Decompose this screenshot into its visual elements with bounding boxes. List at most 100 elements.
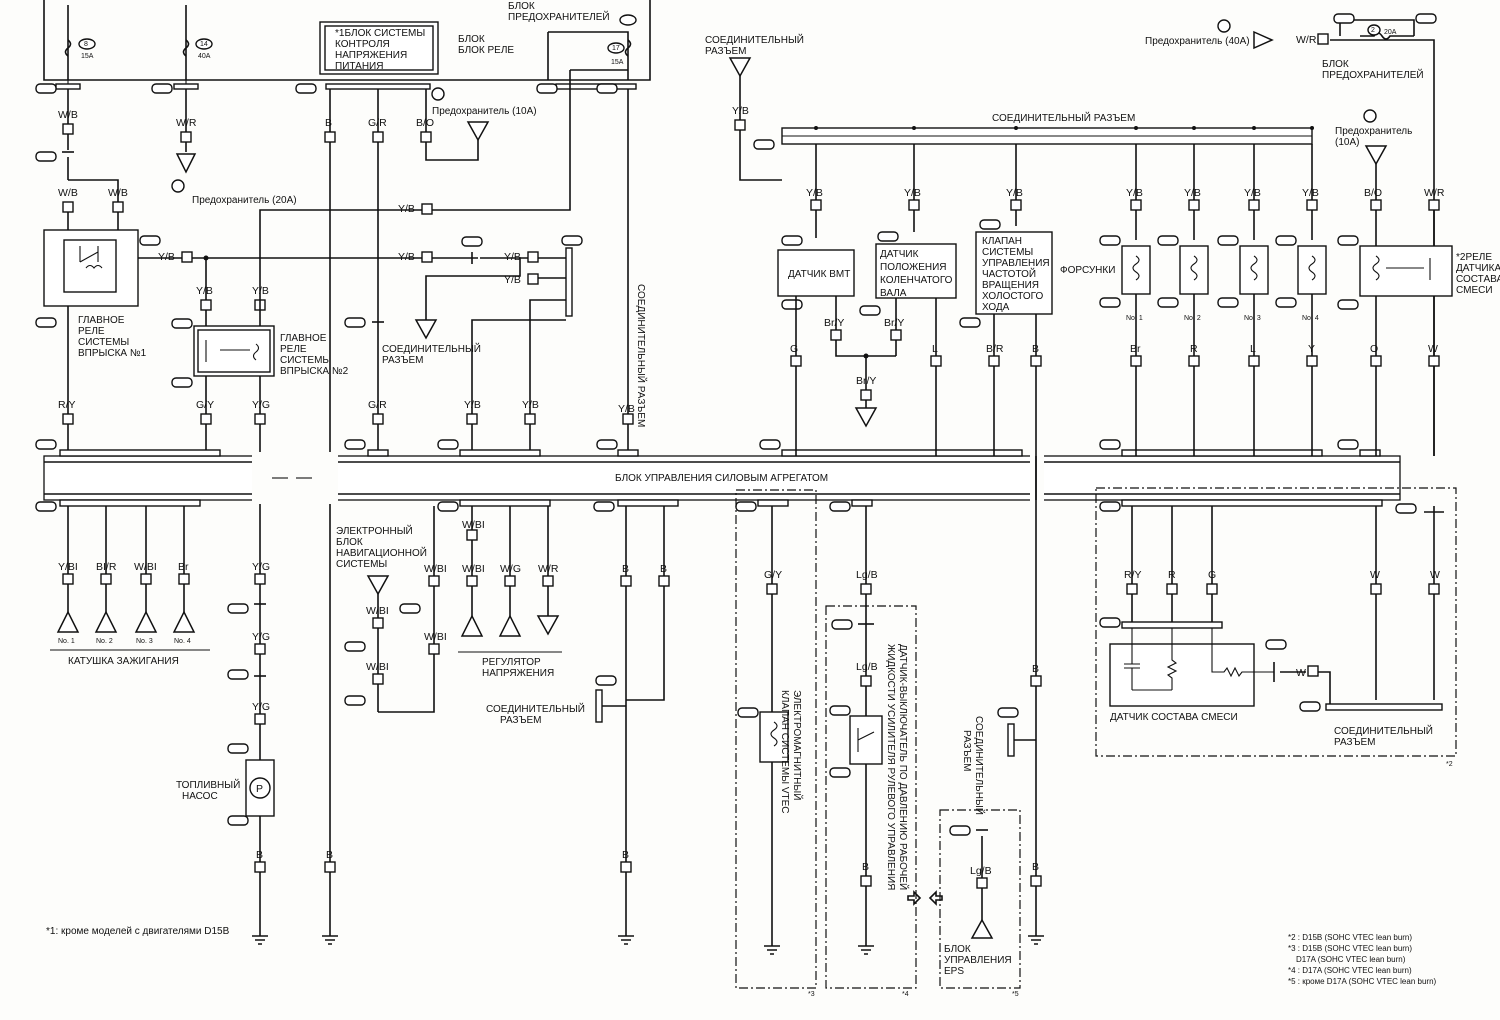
injector-3: [1217, 235, 1269, 308]
wire-label-yb-g: Y/B: [464, 399, 481, 411]
wire-label-bry-c: Br/Y: [856, 375, 876, 387]
fuel-pump-motor-icon: [249, 777, 271, 799]
injectors-label: ФОРСУНКИ: [1060, 265, 1115, 276]
wire-label-yg: Y/G: [252, 399, 270, 411]
relay-mix-l3: СОСТАВА: [1456, 274, 1500, 285]
note-1: *2 : D15B (SOHC VTEC lean burn): [1288, 933, 1412, 942]
wire-label-o: O: [1370, 343, 1378, 355]
fuse-10a-right-l1: Предохранитель: [1335, 126, 1412, 137]
injector-num-4: No. 4: [1302, 315, 1319, 322]
wire-label-s5: Y/B: [1184, 187, 1201, 199]
wire-label-b-7: B: [1032, 663, 1039, 675]
eps-zone: [939, 809, 1021, 989]
wire-label-wbi-3: W/BI: [424, 563, 447, 575]
wire-label-wb-2: W/B: [58, 187, 78, 199]
wire-label-wb-1: W/B: [58, 109, 78, 121]
wire-label-wbi-5: W/BI: [462, 519, 485, 531]
injector-num-2: No. 2: [1184, 315, 1201, 322]
iac-l5: ВРАЩЕНИЯ: [982, 280, 1039, 291]
coil-num-3: No. 3: [136, 638, 153, 645]
note-4: *4 : D17A (SOHC VTEC lean burn): [1288, 966, 1412, 975]
connector-107b-l1: СОЕДИНИТЕЛЬНЫЙ: [973, 716, 986, 815]
wire-label-b-4: B: [660, 563, 667, 575]
wire-label-b4: Br: [178, 561, 189, 573]
wire-label-inj-2: R: [1190, 343, 1198, 355]
ground-icons: [252, 930, 1044, 955]
mixture-sensor-label: ДАТЧИК СОСТАВА СМЕСИ: [1110, 712, 1238, 723]
fuel-pump-l1: ТОПЛИВНЫЙ: [176, 778, 240, 791]
wire-label-yb-r2a: Y/B: [196, 285, 213, 297]
vtec-l1: ЭЛЕКТРОМАГНИТНЫЙ: [791, 690, 804, 800]
coil-num-4: No. 4: [174, 638, 191, 645]
eps-l2: УПРАВЛЕНИЯ: [944, 955, 1012, 966]
connector-143-l1: СОЕДИНИТЕЛЬНЫЙ: [1334, 724, 1433, 737]
wire-label-lgb-2: Lg/B: [856, 661, 878, 673]
ps-switch: [849, 715, 883, 765]
wire-label-b-3: B: [622, 563, 629, 575]
ckp-l1: ДАТЧИК: [880, 249, 919, 260]
ignition-coil-label: КАТУШКА ЗАЖИГАНИЯ: [68, 656, 179, 667]
connector-mid-l1: СОЕДИНИТЕЛЬНЫЙ: [382, 342, 481, 355]
connector-bus-top-label: СОЕДИНИТЕЛЬНЫЙ РАЗЪЕМ: [992, 111, 1135, 124]
tdc-sensor: [777, 249, 855, 297]
iac-l6: ХОЛОСТОГО: [982, 291, 1044, 302]
wire-label-wbi-4: W/BI: [424, 631, 447, 643]
wire-label-bo-1: B/O: [416, 117, 434, 129]
relay-mix-l4: СМЕСИ: [1456, 285, 1493, 296]
wire-label-yg-2: Y/G: [252, 631, 270, 643]
relay-block-l1: БЛОК: [458, 34, 485, 45]
ps-l2: ЖИДКОСТИ УСИЛИТЕЛЯ РУЛЕВОГО УПРАВЛЕНИЯ: [885, 644, 896, 890]
connector-107b-l2: РАЗЪЕМ: [961, 730, 972, 772]
fuse-40a-triangle: [1253, 30, 1274, 50]
wire-label-b-6: B: [862, 861, 869, 873]
iac-l3: УПРАВЛЕНИЯ: [982, 258, 1050, 269]
fuel-pump-p: P: [256, 783, 263, 795]
main-relay-2-l3: СИСТЕМЫ: [280, 355, 331, 366]
wire-label-br: B/R: [986, 343, 1004, 355]
voltage-monitor-l3: НАПРЯЖЕНИЯ: [335, 50, 407, 61]
wire-label-b-5: B: [622, 849, 629, 861]
coil-num-1: No. 1: [58, 638, 75, 645]
fuse-8-rating: 15A: [81, 53, 94, 60]
pcm-breaks: [252, 452, 1044, 504]
zone-marker-2: *2: [1446, 761, 1453, 768]
nav-l1: ЭЛЕКТРОННЫЙ: [336, 524, 413, 537]
pcm-label: БЛОК УПРАВЛЕНИЯ СИЛОВЫМ АГРЕГАТОМ: [615, 473, 828, 484]
note-5: *5 : кроме D17A (SOHC VTEC lean burn): [1288, 977, 1437, 986]
wire-label-b-8: B: [1032, 861, 1039, 873]
sensor-drops: [810, 144, 1440, 240]
injector-drops: [1130, 294, 1318, 456]
relay-mix: [1359, 245, 1453, 297]
iac-valve: [975, 231, 1053, 315]
injector-4: [1275, 235, 1327, 308]
wire-label-s6: Y/B: [1244, 187, 1261, 199]
conn-g-1: [62, 123, 74, 135]
wire-label-yb-h: Y/B: [522, 399, 539, 411]
main-relay-2-l1: ГЛАВНОЕ: [280, 333, 327, 344]
fuse-17-rating: 15A: [611, 59, 624, 66]
wire-label-wbi-2: W/BI: [366, 661, 389, 673]
wire-label-s9: W/R: [1424, 187, 1445, 199]
footnote-1: *1: кроме моделей с двигателями D15B: [46, 926, 230, 937]
double-arrow-icon: [907, 890, 943, 906]
connector-107a-l1: СОЕДИНИТЕЛЬНЫЙ: [486, 702, 585, 715]
fuse-10a-top-label: Предохранитель (10A): [432, 106, 537, 117]
main-relay-2-inner: [197, 329, 271, 373]
wire-label-wb-3: W/B: [108, 187, 128, 199]
wire-label-wr-1: W/R: [176, 117, 197, 129]
coil-num-2: No. 2: [96, 638, 113, 645]
wire-label-yb-conn-a: Y/B: [732, 105, 749, 117]
relay-block-label: БЛОК РЕЛЕ: [458, 45, 514, 56]
connector-107a-l2: РАЗЪЕМ: [500, 715, 542, 726]
wire-label-b-left: B: [326, 849, 333, 861]
fuse-block-top-l1: БЛОК: [508, 1, 535, 12]
main-relay-1-l3: СИСТЕМЫ: [78, 337, 129, 348]
wire-label-s1: Y/B: [806, 187, 823, 199]
wire-label-bry-a: Br/Y: [824, 317, 844, 329]
wire-label-wr-2: W/R: [538, 563, 559, 575]
wire-label-inj-3: L: [1250, 343, 1256, 355]
conn-8: [35, 151, 57, 162]
ckp-l2: ПОЛОЖЕНИЯ: [880, 262, 947, 273]
wire-label-b-1: B: [325, 117, 332, 129]
volt-reg-l2: НАПРЯЖЕНИЯ: [482, 668, 554, 679]
